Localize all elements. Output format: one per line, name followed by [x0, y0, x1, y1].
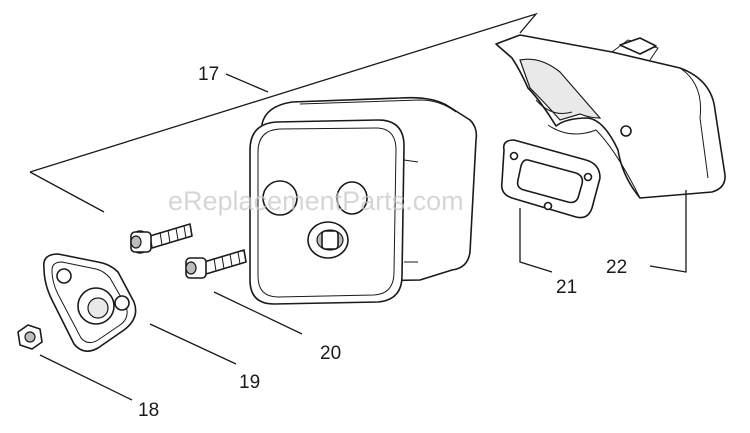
part-number-19: 19	[239, 372, 260, 393]
muffler-plate	[42, 253, 137, 352]
part-number-17: 17	[198, 64, 219, 85]
part-number-21: 21	[556, 277, 577, 298]
muffler-gasket	[500, 139, 601, 219]
part-number-18: 18	[138, 400, 159, 421]
muffler-bolt-lower	[185, 249, 247, 279]
muffler-bolt-upper	[130, 223, 193, 254]
part-number-20: 20	[320, 343, 341, 364]
part-number-22: 22	[606, 257, 627, 278]
leader-lines	[29, 12, 687, 401]
hex-nut	[17, 324, 43, 350]
muffler-cover	[495, 34, 726, 199]
watermark-text: eReplacementParts.com	[168, 186, 464, 216]
muffler-body	[249, 96, 478, 305]
